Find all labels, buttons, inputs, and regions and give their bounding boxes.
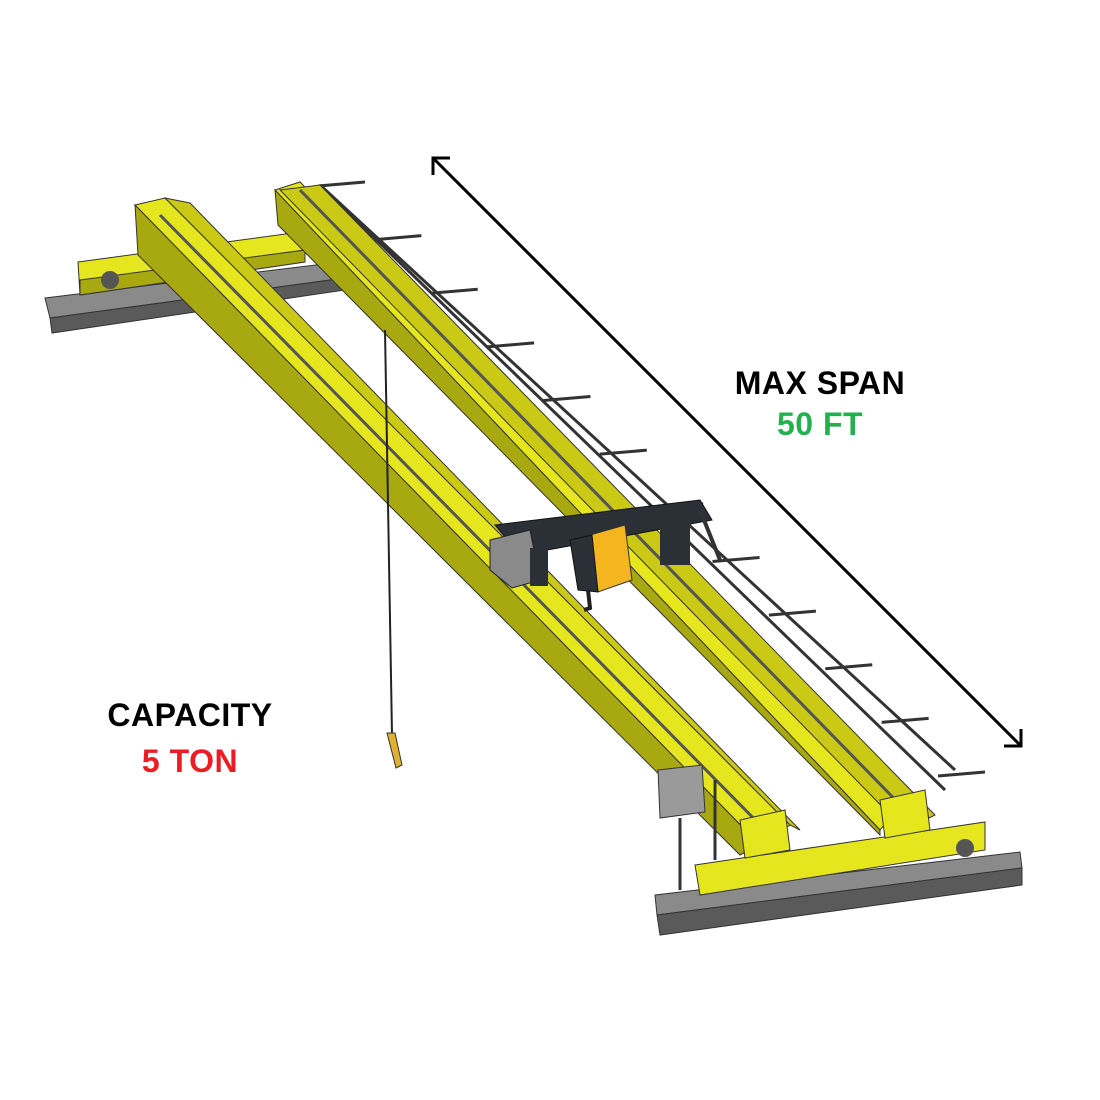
festoon-crossbar (881, 716, 929, 724)
capacity-value: 5 TON (141, 743, 239, 779)
max-span-value: 50 FT (776, 406, 864, 442)
festoon-crossbar (486, 341, 535, 349)
festoon-crossbar (768, 609, 817, 617)
festoon-crossbar (825, 663, 873, 671)
pendant-control (384, 329, 403, 769)
festoon-crossbar (430, 287, 478, 295)
max-span-label: MAX SPAN (734, 365, 906, 401)
control-panel (657, 764, 717, 890)
festoon-crossbar (599, 448, 647, 456)
right-girder (274, 181, 936, 837)
near-runway-rail (654, 851, 1023, 936)
festoon-crossbar (937, 770, 986, 778)
festoon-crossbar (543, 395, 591, 403)
festoon-crossbar (317, 180, 366, 188)
capacity-label: CAPACITY (107, 697, 273, 733)
festoon-crossbar (374, 234, 422, 242)
festoon-crossbar (712, 555, 760, 563)
hoist (569, 524, 633, 612)
left-girder (134, 197, 801, 856)
near-end-truck (694, 789, 986, 896)
trolley (489, 499, 722, 589)
span-dimension-arrow (431, 156, 1023, 748)
